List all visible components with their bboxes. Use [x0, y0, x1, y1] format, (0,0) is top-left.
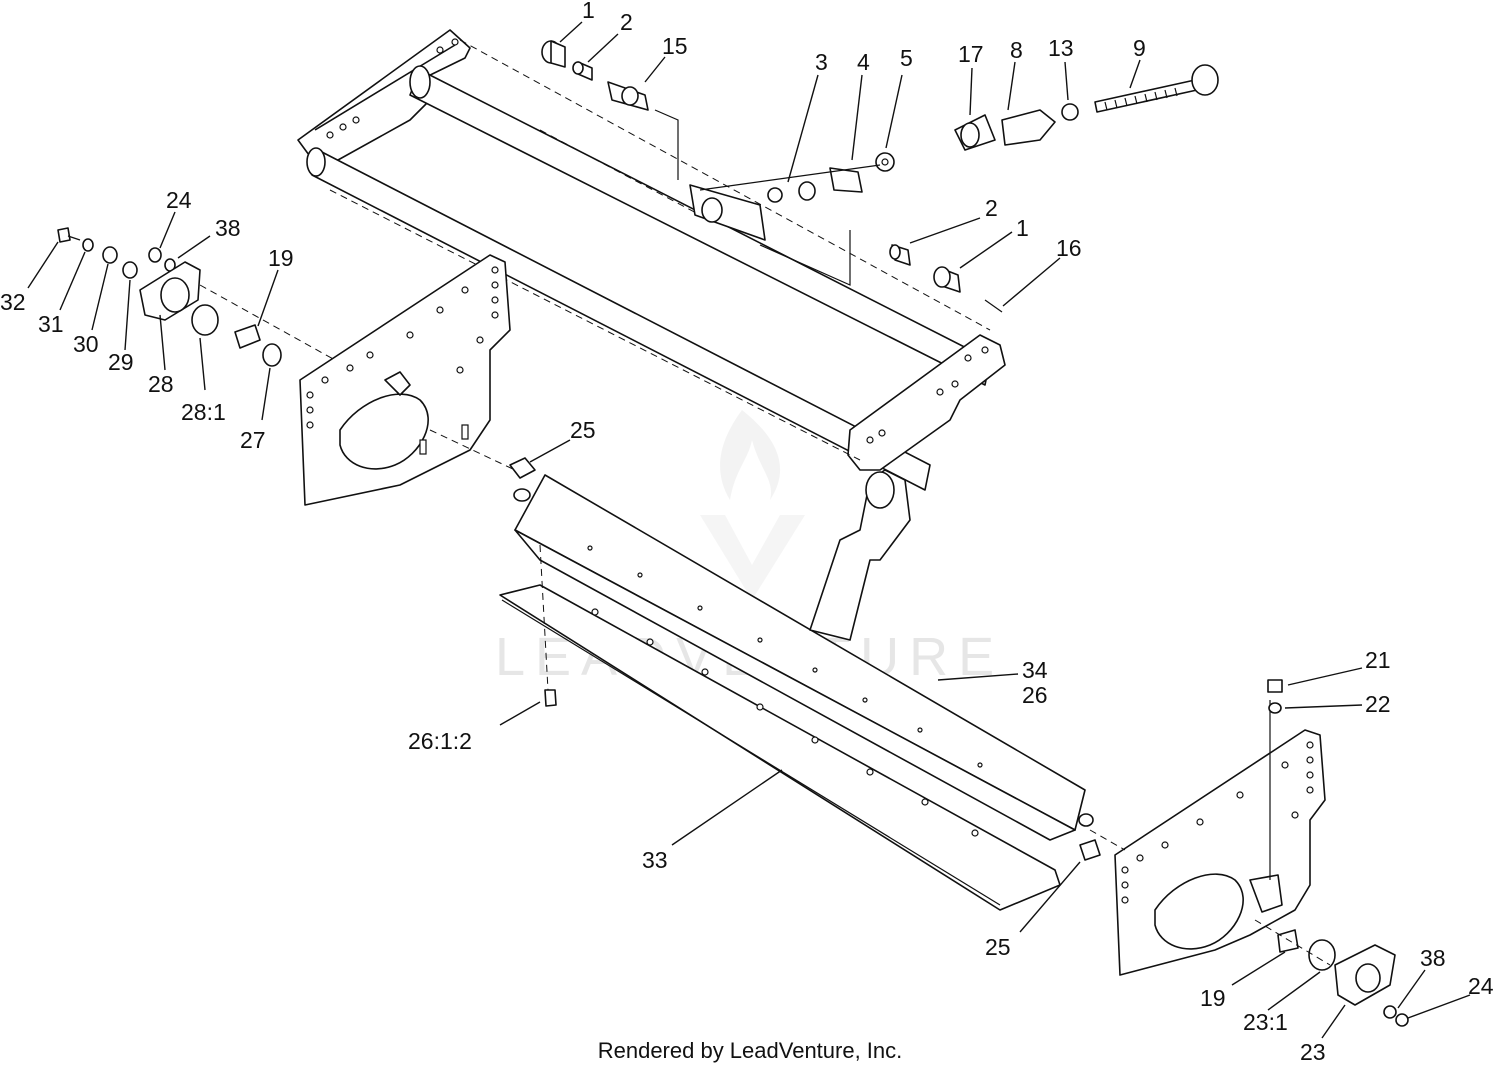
callout-24-right: 24	[1468, 973, 1494, 999]
callout-1-mid: 1	[1016, 215, 1029, 241]
callout-19-left: 19	[268, 245, 294, 271]
callout-29: 29	[108, 349, 134, 375]
callout-23-1: 23:1	[1243, 1009, 1288, 1035]
watermark-logo	[700, 410, 805, 600]
callout-21: 21	[1365, 647, 1391, 673]
callout-28: 28	[148, 371, 174, 397]
mid-small-parts	[759, 230, 1003, 313]
callout-2-top: 2	[620, 9, 633, 35]
callout-4: 4	[857, 49, 870, 75]
left-side-plate	[299, 254, 511, 506]
callout-2-mid: 2	[985, 195, 998, 221]
callout-32: 32	[0, 289, 26, 315]
callout-9: 9	[1133, 35, 1146, 61]
callout-25-top: 25	[570, 417, 596, 443]
upper-frame	[297, 29, 1006, 491]
callout-25-bottom: 25	[985, 934, 1011, 960]
callout-23: 23	[1300, 1039, 1326, 1065]
right-bearing-stack	[1254, 679, 1409, 1027]
callout-33: 33	[642, 847, 668, 873]
callout-5: 5	[900, 45, 913, 71]
bolt-26	[544, 689, 557, 707]
callout-16: 16	[1056, 235, 1082, 261]
pin-25-bottom	[1079, 829, 1126, 861]
callout-24-left: 24	[166, 187, 192, 213]
callout-31: 31	[38, 311, 64, 337]
adjuster-screw	[954, 64, 1219, 151]
spring-stack	[689, 152, 895, 241]
callout-19-right: 19	[1200, 985, 1226, 1011]
callout-34: 34	[1022, 657, 1048, 683]
leader-lines	[27, 21, 1471, 1039]
callout-8: 8	[1010, 37, 1023, 63]
callout-13: 13	[1048, 35, 1074, 61]
pin-25-top	[429, 429, 536, 479]
right-side-plate	[1114, 700, 1326, 976]
left-bearing-stack	[57, 227, 336, 367]
callout-3: 3	[815, 49, 828, 75]
callout-1-top: 1	[582, 0, 595, 23]
callout-30: 30	[73, 331, 99, 357]
callout-15: 15	[662, 33, 688, 59]
bar-assembly	[499, 469, 1094, 911]
callout-22: 22	[1365, 691, 1391, 717]
callout-27: 27	[240, 427, 266, 453]
callout-38-left: 38	[215, 215, 241, 241]
callout-26-1-2: 26:1:2	[408, 728, 472, 754]
callout-26: 26	[1022, 682, 1048, 708]
callout-17: 17	[958, 41, 984, 67]
callout-28-1: 28:1	[181, 399, 226, 425]
top-small-parts	[541, 40, 679, 180]
callout-38-right: 38	[1420, 945, 1446, 971]
render-credit: Rendered by LeadVenture, Inc.	[597, 1038, 903, 1063]
